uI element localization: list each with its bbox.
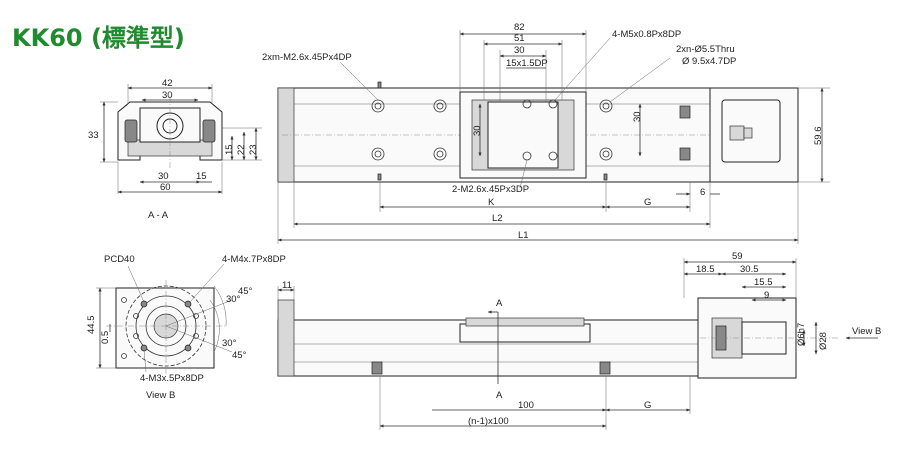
side-dim-15-5: 15.5: [754, 277, 773, 288]
side-dim-9: 9: [764, 290, 769, 301]
vb-dim-44-5: 44.5: [86, 316, 97, 335]
side-dim-100: 100: [518, 400, 534, 411]
top-dim-l2: L2: [492, 213, 503, 224]
top-dim-51: 51: [514, 33, 525, 44]
note-4m5-tap: 4-M5x0.8Px8DP: [612, 29, 681, 40]
aa-dim-60: 60: [160, 182, 171, 193]
vb-caption: View B: [146, 390, 175, 401]
side-view-b-arrow-label: View B: [852, 326, 881, 337]
vb-angle-45-bottom: 45°: [232, 350, 247, 361]
top-dim-l1: L1: [518, 230, 529, 241]
aa-dim-22: 22: [236, 144, 247, 155]
top-dim-59-6: 59.6: [813, 127, 824, 146]
side-dim-30-5: 30.5: [740, 264, 759, 275]
note-thru-hole: 2xn-Ø5.5Thru: [676, 44, 735, 55]
side-section-a-top: A: [496, 298, 503, 309]
aa-dim-23: 23: [248, 144, 259, 155]
note-2xm-tap: 2xm-M2.6x.45Px4DP: [262, 52, 352, 63]
aa-caption: A - A: [148, 210, 169, 221]
top-dim-30: 30: [514, 45, 525, 56]
vb-dim-0-5: 0.5: [100, 331, 111, 344]
aa-dim-42: 42: [162, 78, 173, 89]
top-dim-82: 82: [514, 22, 525, 33]
top-dim-30-left: 30: [472, 125, 483, 136]
side-dim-11: 11: [282, 280, 292, 291]
side-dim-59: 59: [732, 251, 743, 262]
top-dim-g: G: [644, 197, 651, 208]
vb-note-4m4: 4-M4x.7Px8DP: [222, 254, 286, 265]
side-dim-dia6: Ø6h7: [796, 323, 807, 346]
side-view: [277, 258, 878, 430]
top-dim-15x15: 15x1.5DP: [506, 58, 548, 69]
view-b: [96, 263, 233, 376]
note-counterbore: Ø 9.5x4.7DP: [682, 56, 736, 67]
aa-dim-33: 33: [88, 130, 99, 141]
side-dim-g: G: [644, 400, 651, 411]
side-dim-n1: (n-1)x100: [468, 416, 509, 427]
aa-dim-30-bottom: 30: [158, 171, 169, 182]
page-title: KK60 (標準型): [12, 24, 185, 52]
aa-dim-15: 15: [224, 144, 235, 155]
vb-angle-45-top: 45°: [238, 286, 253, 297]
vb-note-pcd: PCD40: [104, 254, 135, 265]
vb-angle-30-bottom: 30°: [222, 338, 237, 349]
vb-note-4m3: 4-M3x.5Px8DP: [140, 373, 204, 384]
top-view: [277, 30, 830, 244]
top-dim-30-right: 30: [632, 111, 643, 122]
aa-dim-15-bottom: 15: [196, 171, 207, 182]
section-aa-view: [100, 84, 262, 194]
side-section-a-bottom: A: [496, 390, 503, 401]
side-dim-dia28: Ø28: [818, 332, 829, 350]
aa-dim-30-top: 30: [162, 90, 173, 101]
side-dim-18-5: 18.5: [696, 264, 715, 275]
top-dim-6: 6: [700, 187, 705, 198]
note-2m26-tap: 2-M2.6x.45Px3DP: [452, 184, 529, 195]
vb-angle-30-top: 30°: [226, 294, 241, 305]
top-dim-k: K: [488, 197, 495, 208]
